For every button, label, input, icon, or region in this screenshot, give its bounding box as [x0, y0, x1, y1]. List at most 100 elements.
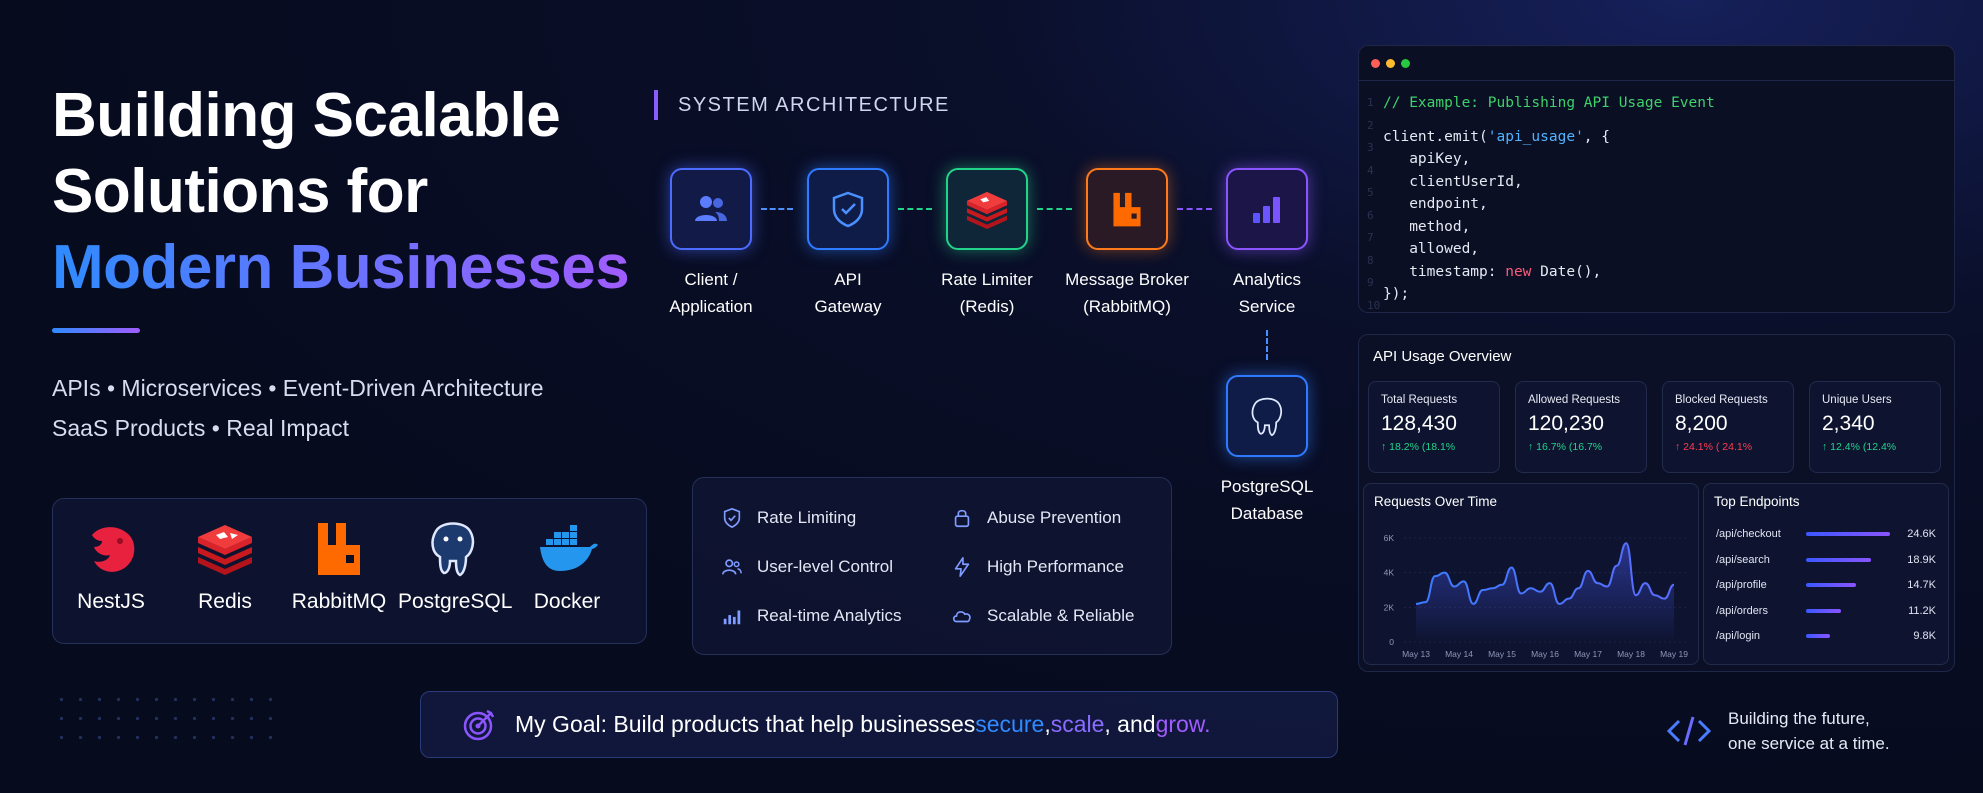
x-tick-label: May 14 — [1445, 649, 1473, 659]
endpoint-path: /api/search — [1716, 553, 1770, 566]
users-icon — [722, 559, 742, 575]
node-postgresql — [1226, 375, 1308, 457]
code-line: client.emit('api_usage', { — [1383, 128, 1610, 145]
lock-icon — [954, 509, 970, 528]
code-line: apiKey, — [1383, 151, 1471, 167]
x-tick-label: May 18 — [1617, 649, 1645, 659]
code-comment: // Example: Publishing API Usage Event — [1383, 95, 1715, 111]
postgresql-icon — [431, 522, 475, 577]
hero-title: Building Scalable Solutions for Modern B… — [52, 78, 630, 306]
y-tick-label: 0 — [1389, 637, 1394, 647]
arrow-analytics-postgres — [1266, 330, 1268, 360]
endpoint-bar — [1806, 634, 1830, 638]
endpoint-value: 24.6K — [1907, 528, 1936, 540]
docker-icon — [540, 525, 598, 571]
node-analytics — [1226, 168, 1308, 250]
shield-check-icon — [832, 191, 864, 228]
redis-icon — [966, 191, 1008, 230]
tech-docker: Docker — [512, 517, 622, 614]
endpoint-path: /api/checkout — [1716, 528, 1781, 540]
x-tick-label: May 19 — [1660, 649, 1688, 659]
node-rate-limiter — [946, 168, 1028, 250]
arrow-ratelimiter-broker — [1037, 208, 1072, 210]
x-tick-label: May 17 — [1574, 649, 1602, 659]
feature-item: High Performance — [951, 556, 1124, 578]
redis-icon — [198, 525, 252, 575]
postgresql-icon — [1251, 397, 1283, 437]
feature-item: Scalable & Reliable — [951, 605, 1134, 627]
endpoint-path: /api/login — [1716, 630, 1761, 642]
node-label-ratelimiter: Rate Limiter(Redis) — [941, 270, 1033, 316]
window-minimize-dot[interactable] — [1386, 59, 1395, 68]
feature-item: User-level Control — [721, 556, 893, 578]
overview-title: API Usage Overview — [1373, 348, 1512, 365]
endpoint-value: 18.9K — [1907, 553, 1936, 566]
tech-rabbitmq: RabbitMQ — [284, 517, 394, 614]
node-label-broker: Message Broker(RabbitMQ) — [1065, 270, 1189, 316]
y-tick-label: 2K — [1384, 602, 1395, 612]
target-icon — [463, 709, 495, 740]
code-line: }); — [1383, 286, 1410, 302]
series-area — [1416, 543, 1674, 642]
tagline-line2: SaaS Products • Real Impact — [52, 415, 349, 441]
footer-tagline: Building the future, one service at a ti… — [1728, 706, 1890, 756]
code-line: clientUserId, — [1383, 173, 1523, 190]
feature-item: Abuse Prevention — [951, 507, 1121, 529]
tagline-line1: APIs • Microservices • Event-Driven Arch… — [52, 375, 544, 401]
hero-title-line1: Building Scalable — [52, 81, 561, 150]
dot-grid-decoration — [52, 690, 282, 750]
hero-underline — [52, 328, 140, 333]
series-line — [1415, 542, 1675, 605]
arrow-gateway-ratelimiter — [898, 208, 932, 210]
chart-title: Requests Over Time — [1374, 494, 1498, 509]
window-divider — [1359, 80, 1954, 81]
bolt-icon — [954, 557, 970, 577]
tech-label: Redis — [198, 590, 252, 613]
code-line: method, — [1383, 218, 1471, 235]
code-block: // Example: Publishing API Usage Event cl… — [1383, 92, 1715, 306]
endpoints-title: Top Endpoints — [1714, 494, 1800, 509]
endpoint-bar — [1806, 583, 1857, 587]
endpoint-bar — [1806, 532, 1890, 536]
tagline: APIs • Microservices • Event-Driven Arch… — [52, 368, 544, 448]
hero-title-line3: Modern Businesses — [52, 230, 630, 306]
arrow-broker-analytics — [1177, 208, 1212, 210]
top-endpoints-panel: Top Endpoints /api/checkout 24.6K/api/sea… — [1703, 483, 1949, 665]
rabbitmq-icon — [1113, 192, 1141, 227]
footer-line2: one service at a time. — [1728, 734, 1890, 753]
endpoint-value: 14.7K — [1907, 579, 1936, 591]
goal-word-secure: secure — [975, 711, 1045, 737]
window-close-dot[interactable] — [1371, 59, 1380, 68]
node-label-client: Client /Application — [669, 270, 753, 316]
window-maximize-dot[interactable] — [1401, 59, 1410, 68]
x-tick-label: May 13 — [1402, 649, 1430, 659]
bar-chart-icon — [723, 610, 741, 625]
users-icon — [695, 196, 727, 221]
endpoint-path: /api/orders — [1716, 604, 1768, 617]
footer-line1: Building the future, — [1728, 709, 1870, 728]
y-tick-label: 4K — [1384, 568, 1395, 578]
code-brackets-icon — [1666, 716, 1712, 746]
goal-prefix: My Goal — [515, 711, 601, 737]
rabbitmq-icon — [318, 523, 360, 575]
node-client — [670, 168, 752, 250]
tech-label: NestJS — [77, 590, 145, 613]
arrow-client-gateway — [761, 208, 793, 210]
code-line: timestamp: new Date(), — [1383, 263, 1602, 280]
goal-word-scale: scale — [1050, 711, 1105, 737]
endpoint-value: 9.8K — [1913, 630, 1936, 642]
cloud-icon — [952, 611, 971, 623]
feature-item: Real-time Analytics — [721, 605, 902, 627]
goal-word-grow: grow. — [1155, 711, 1211, 737]
tech-stack: NestJS Redis RabbitMQ PostgreSQL Docker — [52, 498, 647, 644]
